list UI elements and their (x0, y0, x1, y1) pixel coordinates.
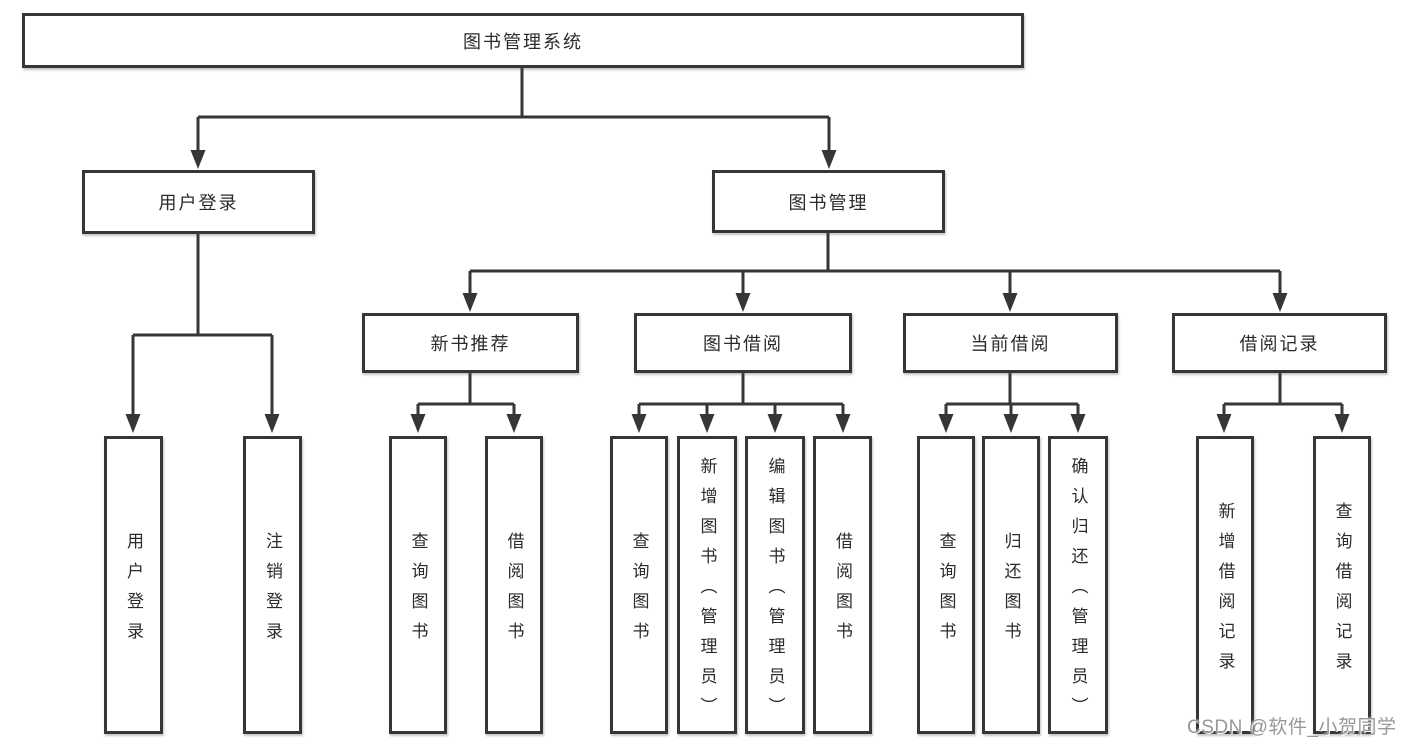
leaf-bb-query-books: 查询图书 (610, 436, 668, 734)
leaf-bb-query-books-label: 查询图书 (629, 531, 649, 652)
leaf-bb-add-books-admin-label: 新增图书（管理员） (697, 456, 717, 727)
leaf-cb-query-books-label: 查询图书 (936, 531, 956, 652)
watermark: CSDN @软件_小贺同学 (1187, 717, 1397, 738)
leaf-user-login: 用户登录 (104, 436, 163, 734)
node-user-login: 用户登录 (82, 170, 315, 234)
leaf-bb-borrow-books-label: 借阅图书 (833, 531, 852, 652)
node-user-login-label: 用户登录 (158, 193, 239, 213)
node-new-books-label: 新书推荐 (430, 334, 511, 354)
leaf-nb-query-books: 查询图书 (389, 436, 447, 734)
node-new-books: 新书推荐 (362, 313, 579, 373)
connector-new-books (416, 373, 516, 422)
leaf-nb-borrow-books-label: 借阅图书 (504, 531, 524, 652)
leaf-nb-query-books-label: 查询图书 (408, 531, 428, 652)
connector-root (196, 68, 831, 158)
leaf-user-login-label: 用户登录 (124, 531, 143, 652)
leaf-cb-query-books: 查询图书 (917, 436, 975, 734)
leaf-br-query-record: 查询借阅记录 (1313, 436, 1371, 734)
leaf-cb-confirm-return-admin: 确认归还（管理员） (1048, 436, 1108, 734)
leaf-bb-edit-books-admin-label: 编辑图书（管理员） (765, 456, 785, 727)
leaf-bb-add-books-admin: 新增图书（管理员） (677, 436, 737, 734)
connector-current-borrow (944, 373, 1080, 422)
leaf-logout: 注销登录 (243, 436, 302, 734)
leaf-br-add-record-label: 新增借阅记录 (1215, 501, 1235, 682)
leaf-br-add-record: 新增借阅记录 (1196, 436, 1254, 734)
leaf-logout-label: 注销登录 (263, 531, 282, 652)
node-book-borrow-label: 图书借阅 (703, 334, 783, 354)
node-current-borrow: 当前借阅 (903, 313, 1118, 373)
leaf-bb-borrow-books: 借阅图书 (813, 436, 872, 734)
leaf-cb-confirm-return-admin-label: 确认归还（管理员） (1068, 456, 1088, 727)
connector-borrow-records (1222, 373, 1344, 422)
leaf-bb-edit-books-admin: 编辑图书（管理员） (745, 436, 805, 734)
node-book-borrow: 图书借阅 (634, 313, 852, 373)
node-current-borrow-label: 当前借阅 (970, 334, 1051, 354)
node-root: 图书管理系统 (22, 13, 1024, 68)
leaf-nb-borrow-books: 借阅图书 (485, 436, 543, 734)
node-book-mgmt-label: 图书管理 (788, 192, 869, 213)
leaf-br-query-record-label: 查询借阅记录 (1332, 501, 1352, 682)
leaf-cb-return-books-label: 归还图书 (1001, 531, 1021, 652)
connector-user-login (131, 234, 274, 422)
connector-book-mgmt (468, 233, 1282, 301)
connector-book-borrow (637, 373, 845, 422)
node-root-label: 图书管理系统 (463, 31, 583, 52)
node-borrow-records: 借阅记录 (1172, 313, 1387, 373)
node-book-mgmt: 图书管理 (712, 170, 945, 233)
node-borrow-records-label: 借阅记录 (1239, 334, 1320, 354)
leaf-cb-return-books: 归还图书 (982, 436, 1040, 734)
